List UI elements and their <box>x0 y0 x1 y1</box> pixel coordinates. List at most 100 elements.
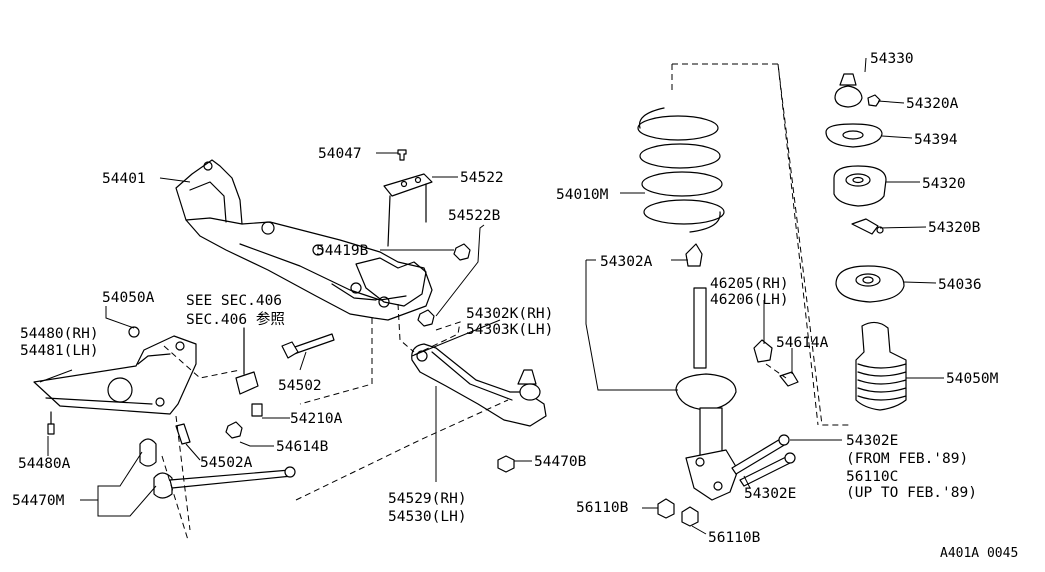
bump-stop-boot-part <box>855 321 907 411</box>
stabilizer-clamp-part <box>235 327 259 395</box>
label-54530: 54530(LH) <box>388 509 467 525</box>
leader-54302E-b <box>743 475 751 489</box>
bolt-54502-part <box>281 333 335 359</box>
strut-group-outline <box>671 63 852 426</box>
label-54614B: 54614B <box>276 439 329 455</box>
label-54047: 54047 <box>318 146 362 162</box>
label-54614A: 54614A <box>776 335 829 351</box>
label-54480A: 54480A <box>18 456 71 472</box>
label-54320: 54320 <box>922 176 966 192</box>
lower-arm-dash-3 <box>411 321 461 357</box>
bolt-54047-part <box>397 149 407 161</box>
nut-54470B-part <box>497 455 515 473</box>
label-from-feb89: (FROM FEB.'89) <box>846 451 968 467</box>
leader-54394 <box>881 135 913 139</box>
lower-arm-dash-4 <box>295 399 509 501</box>
strut-group-outline-2 <box>777 63 819 426</box>
diagram-id: A401A 0045 <box>940 546 1018 561</box>
label-54401: 54401 <box>102 171 146 187</box>
label-56110C: 56110C <box>846 469 898 485</box>
leader-54522B <box>435 224 485 317</box>
leader-54614B <box>239 441 274 447</box>
transverse-link-part <box>411 343 547 427</box>
bracket-54320B-part <box>851 218 884 235</box>
label-56110B-b: 56110B <box>708 530 761 546</box>
label-54394: 54394 <box>914 132 958 148</box>
bolt-54502A-part <box>175 423 191 445</box>
label-54303K: 54303K(LH) <box>466 322 553 338</box>
nut-54522B-part <box>417 309 435 327</box>
label-54502A: 54502A <box>200 455 253 471</box>
nut-54614B-part <box>225 421 243 439</box>
label-54302K: 54302K(RH) <box>466 306 553 322</box>
ball-joint-part <box>517 369 541 401</box>
label-see-sec406: SEE SEC.406 <box>186 293 282 309</box>
label-54330: 54330 <box>870 51 914 67</box>
label-54320B: 54320B <box>928 220 981 236</box>
leader-54480 <box>39 369 73 383</box>
label-54036: 54036 <box>938 277 982 293</box>
label-54529: 54529(RH) <box>388 491 467 507</box>
lower-arm-dash-1 <box>299 318 373 405</box>
bushing-54470M-part <box>139 438 173 499</box>
leader-54470M <box>80 451 157 517</box>
label-54470B: 54470B <box>534 454 587 470</box>
label-46205: 46205(RH) <box>710 276 789 292</box>
leader-54302K <box>585 259 678 391</box>
label-upto-feb89: (UP TO FEB.'89) <box>846 485 977 501</box>
bracket-54522-part <box>383 173 433 247</box>
bolt-54480A-part <box>47 411 55 435</box>
upper-mount-insulator-part <box>834 73 863 108</box>
bolt-56110C-part <box>739 452 796 487</box>
label-56110B-a: 56110B <box>576 500 629 516</box>
leader-54036 <box>903 281 937 284</box>
label-54050M: 54050M <box>946 371 999 387</box>
front-crossmember-part <box>175 159 433 321</box>
spring-seat-part <box>835 265 905 303</box>
bushing-54050A-part <box>128 326 140 338</box>
bump-rubber-54302A-part <box>685 243 703 267</box>
strut-body-part <box>675 287 739 501</box>
label-54522: 54522 <box>460 170 504 186</box>
leader-54050A <box>105 306 135 329</box>
label-54302E-b: 54302E <box>744 486 796 502</box>
leader-54502A <box>185 443 201 461</box>
nut-54320A-part <box>867 94 881 107</box>
label-54480: 54480(RH) <box>20 326 99 342</box>
bolt-54614A-guide <box>765 363 787 379</box>
leader-54320B <box>879 226 927 229</box>
nut-56110B-right-part <box>681 506 699 527</box>
label-54481: 54481(LH) <box>20 343 99 359</box>
gusset-bracket-part <box>33 335 197 415</box>
coil-spring-part <box>637 107 725 233</box>
leader-54320A <box>877 100 905 104</box>
leader-54330 <box>864 57 867 73</box>
label-54050A: 54050A <box>102 290 155 306</box>
label-54470M: 54470M <box>12 493 65 509</box>
leader-54401 <box>159 177 191 183</box>
bolt-54210A-part <box>251 403 263 417</box>
label-54302E-a: 54302E <box>846 433 898 449</box>
leader-56110B-b <box>691 525 707 535</box>
label-54010M: 54010M <box>556 187 609 203</box>
label-54419B: 54419B <box>316 243 369 259</box>
mount-plate-part <box>825 123 883 148</box>
bolt-54614A-part <box>779 371 799 387</box>
strut-mount-part <box>833 165 887 207</box>
label-54320A: 54320A <box>906 96 959 112</box>
leader-54502 <box>299 351 307 371</box>
label-46206: 46206(LH) <box>710 292 789 308</box>
bracket-dash-lines <box>161 345 241 541</box>
nut-56110B-left-part <box>657 498 675 519</box>
bolt-54302E-part <box>731 434 790 475</box>
label-54302A: 54302A <box>600 254 653 270</box>
brake-hose-bracket-part <box>753 339 773 363</box>
label-54502: 54502 <box>278 378 322 394</box>
leader-54302K-arm <box>411 319 501 357</box>
label-54210A: 54210A <box>290 411 343 427</box>
label-54522B: 54522B <box>448 208 501 224</box>
lower-arm-dash-2 <box>397 303 415 353</box>
label-sec406-ref: SEC.406 参照 <box>186 311 285 328</box>
nut-54419B-part <box>453 243 471 261</box>
